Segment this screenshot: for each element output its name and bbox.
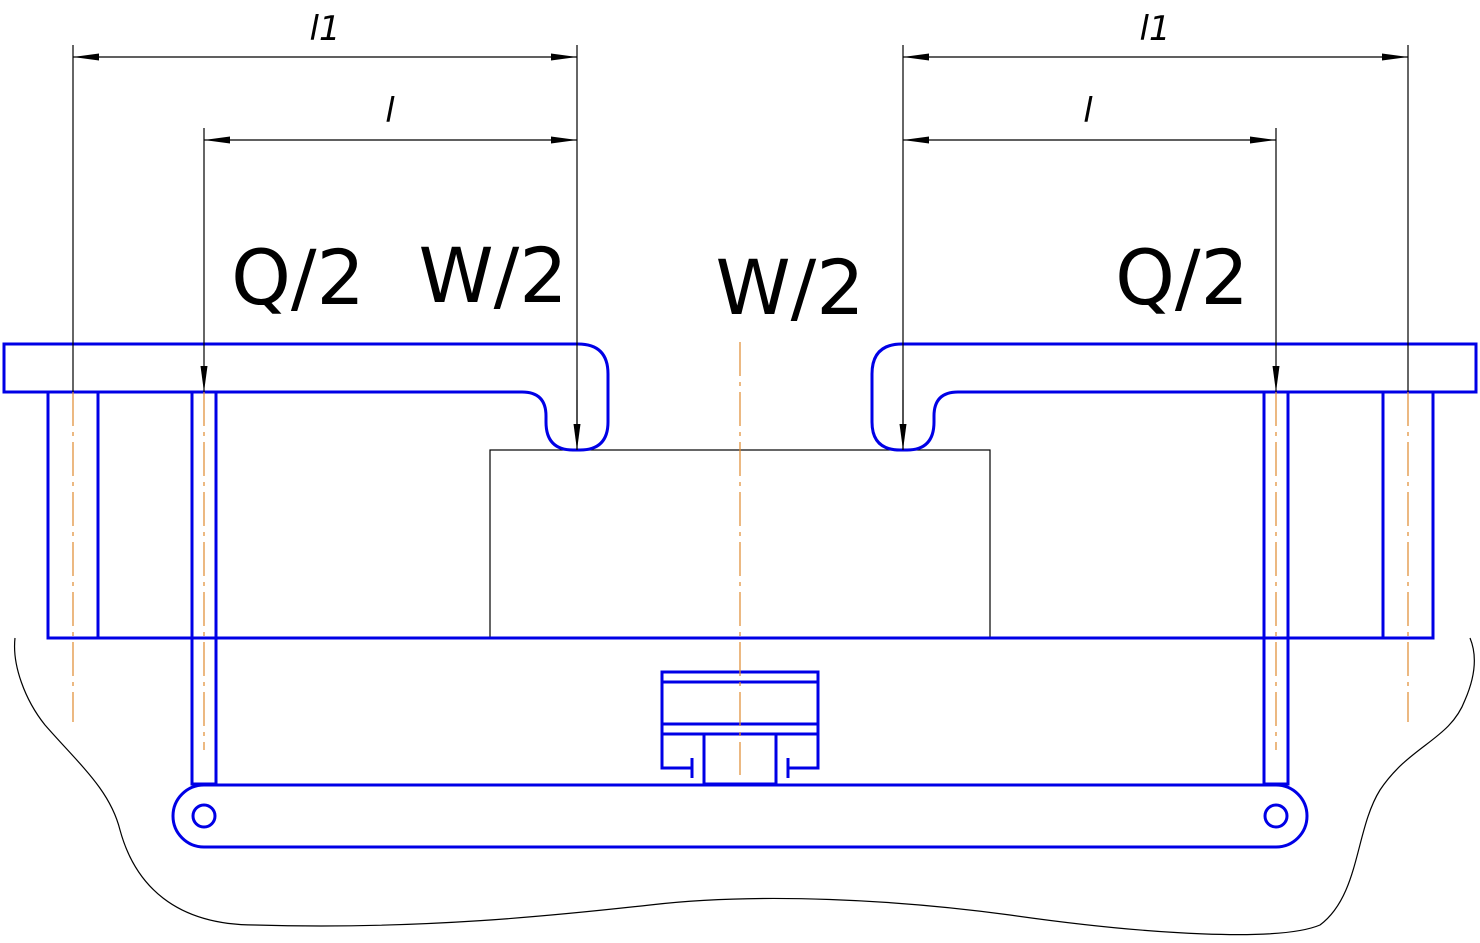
right-l-label: l	[1083, 91, 1093, 131]
right-pivot-pin	[1263, 803, 1289, 829]
base-body-outline	[13, 637, 1475, 936]
center-w-load-label: W/2	[715, 243, 864, 332]
right-clamp-lever	[870, 342, 1478, 452]
left-clamp-lever	[2, 342, 610, 452]
right-q-load-label: Q/2	[1115, 233, 1249, 322]
right-l1-label: l1	[1139, 9, 1170, 49]
left-l-label: l	[385, 91, 395, 131]
left-pivot-pin	[191, 803, 217, 829]
left-q-load-label: Q/2	[231, 233, 365, 322]
left-w-load-label: W/2	[418, 231, 567, 320]
lower-link-bar	[171, 783, 1309, 849]
left-l1-label: l1	[309, 9, 340, 49]
